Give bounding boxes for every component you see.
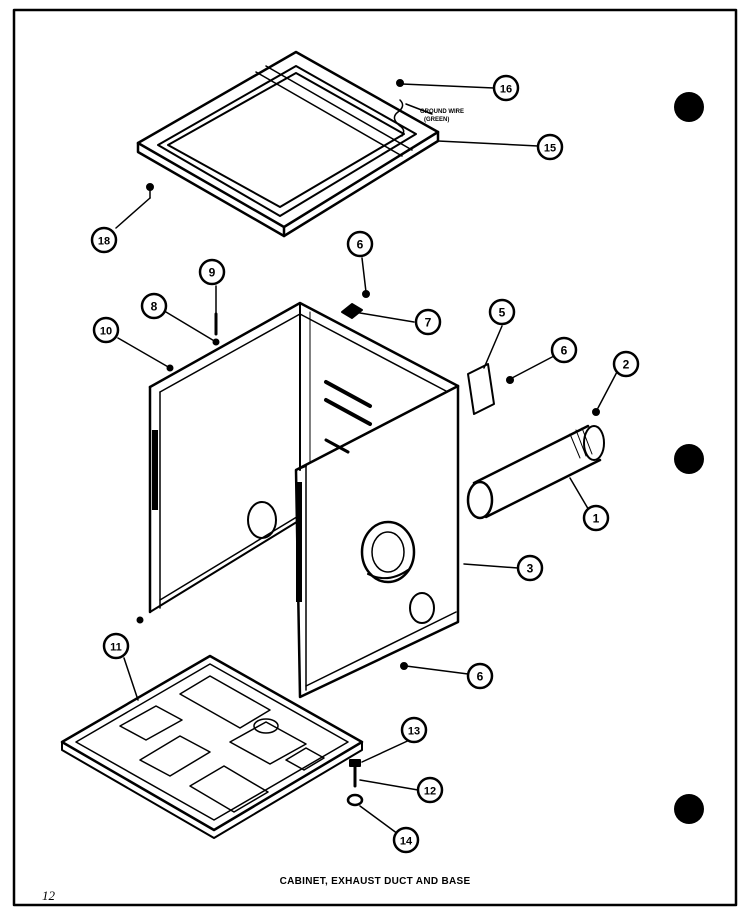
page-border bbox=[12, 8, 738, 907]
binder-hole-bottom bbox=[674, 794, 704, 824]
callout-bubble bbox=[492, 74, 520, 102]
callout-3: 3 bbox=[516, 554, 544, 582]
top-panel-assembly bbox=[136, 50, 440, 238]
callout-label: 13 bbox=[408, 726, 420, 738]
callout-bubble bbox=[582, 504, 610, 532]
callout-bubble bbox=[392, 826, 420, 854]
callout-6-right: 6 bbox=[550, 336, 578, 364]
page-number: 12 bbox=[42, 888, 55, 903]
callout-label: 6 bbox=[561, 344, 568, 358]
ground-wire-note-line-1: GROUND WIRE bbox=[420, 109, 464, 115]
callout-label: 14 bbox=[400, 836, 413, 848]
callout-13: 13 bbox=[400, 716, 428, 744]
binder-hole-middle bbox=[674, 444, 704, 474]
callout-label: 3 bbox=[527, 562, 534, 576]
callout-14: 14 bbox=[392, 826, 420, 854]
cabinet-assembly bbox=[148, 301, 460, 699]
callout-bubble bbox=[488, 298, 516, 326]
callout-5: 5 bbox=[488, 298, 516, 326]
exhaust-plate bbox=[467, 363, 514, 415]
callout-label: 5 bbox=[499, 306, 506, 320]
callout-1: 1 bbox=[582, 504, 610, 532]
ground-wire-note-line-2: (GREEN) bbox=[424, 117, 449, 123]
leveling-leg-parts bbox=[346, 759, 364, 807]
callout-2: 2 bbox=[612, 350, 640, 378]
base-assembly bbox=[60, 654, 364, 839]
callout-8: 8 bbox=[140, 292, 168, 320]
exhaust-duct bbox=[466, 424, 605, 520]
callout-bubble bbox=[92, 316, 120, 344]
callout-bubble bbox=[102, 632, 130, 660]
callout-bubble bbox=[414, 308, 442, 336]
callout-bubble bbox=[550, 336, 578, 364]
callout-6-bottom: 6 bbox=[466, 662, 494, 690]
callout-18: 18 bbox=[90, 226, 118, 254]
callout-bubble bbox=[466, 662, 494, 690]
callout-12: 12 bbox=[416, 776, 444, 804]
callout-label: 10 bbox=[100, 326, 112, 338]
diagram-caption: CABINET, EXHAUST DUCT AND BASE bbox=[279, 876, 471, 887]
callout-label: 15 bbox=[544, 143, 556, 155]
callout-16: 16 bbox=[492, 74, 520, 102]
callout-bubble bbox=[536, 133, 564, 161]
callout-label: 18 bbox=[98, 236, 110, 248]
callout-bubble bbox=[612, 350, 640, 378]
callout-label: 11 bbox=[110, 642, 122, 654]
callout-label: 6 bbox=[357, 238, 364, 252]
callout-bubble bbox=[140, 292, 168, 320]
callout-label: 8 bbox=[151, 300, 158, 314]
callout-label: 2 bbox=[623, 358, 630, 372]
callout-6-top: 6 bbox=[346, 230, 374, 258]
callout-bubble bbox=[346, 230, 374, 258]
callout-bubble bbox=[416, 776, 444, 804]
callout-label: 12 bbox=[424, 786, 436, 798]
callout-9: 9 bbox=[198, 258, 226, 286]
callout-label: 9 bbox=[209, 266, 216, 280]
callout-label: 16 bbox=[500, 84, 512, 96]
callout-label: 6 bbox=[477, 670, 484, 684]
callout-15: 15 bbox=[536, 133, 564, 161]
binder-hole-top bbox=[674, 92, 704, 122]
callout-11: 11 bbox=[102, 632, 130, 660]
leader-lines bbox=[115, 83, 619, 835]
cabinet-screws bbox=[136, 312, 600, 670]
callout-label: 1 bbox=[593, 512, 600, 526]
callout-10: 10 bbox=[92, 316, 120, 344]
callout-bubble bbox=[90, 226, 118, 254]
callout-bubble bbox=[516, 554, 544, 582]
callout-bubble bbox=[400, 716, 428, 744]
callout-bubble bbox=[198, 258, 226, 286]
callout-label: 7 bbox=[425, 316, 432, 330]
callout-7: 7 bbox=[414, 308, 442, 336]
